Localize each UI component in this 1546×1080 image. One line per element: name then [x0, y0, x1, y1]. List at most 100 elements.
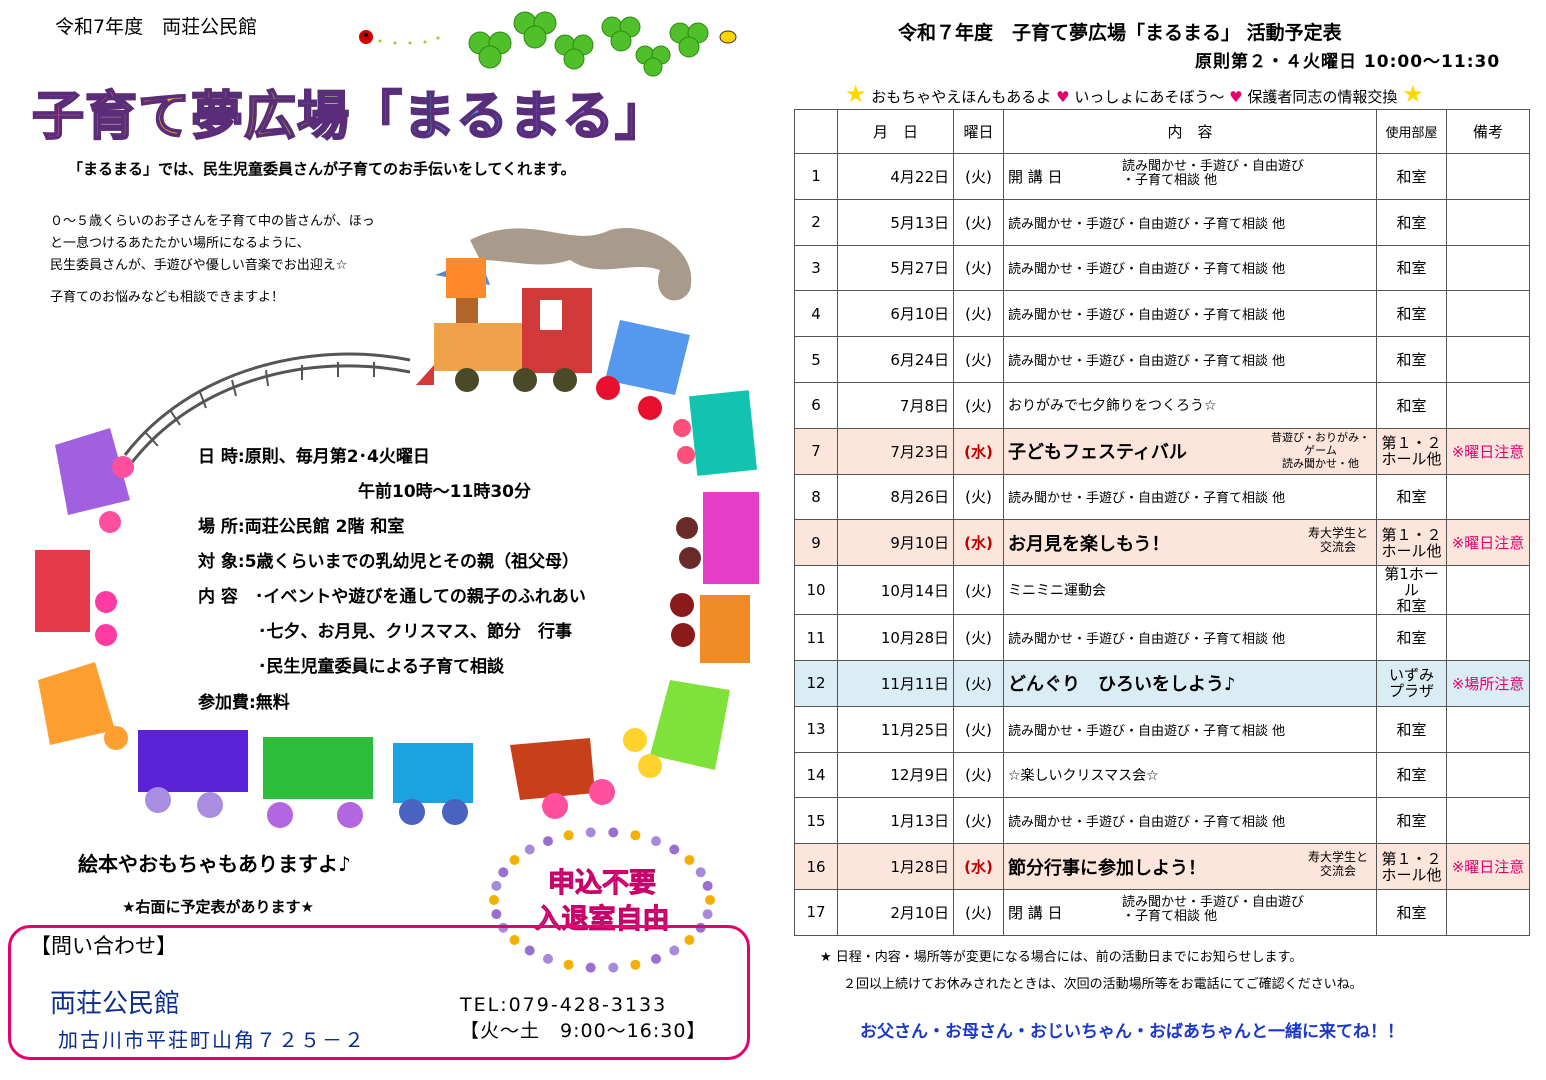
row-room: 和室 [1376, 751, 1447, 799]
row-content: おりがみで七夕飾りをつくろう☆ [1003, 381, 1377, 429]
row-date: 6月10日 [837, 290, 954, 338]
row-content-sub: 昔遊び・おりがみ・ ゲーム 読み聞かせ・他 [1271, 430, 1370, 470]
info-content: ･民生児童委員による子育て相談 [258, 657, 504, 677]
contact-tel: TEL:079-428-3133 [460, 994, 668, 1016]
row-day: (水) [953, 427, 1004, 475]
badge-no-registration: 申込不要 [548, 868, 657, 900]
row-content: 閉 講 日読み聞かせ・手遊び・自由遊び ・子育て相談 他 [1003, 888, 1377, 936]
clover-decoration-icon [359, 11, 737, 77]
row-room: 和室 [1376, 198, 1447, 246]
row-content-sub: 寿大学生と 交流会 [1307, 850, 1368, 879]
row-date: 11月11日 [837, 659, 954, 707]
row-date: 8月26日 [837, 473, 954, 521]
contact-box [8, 925, 750, 1060]
row-content-main: 読み聞かせ・手遊び・自由遊び・子育て相談 他 [1008, 308, 1286, 324]
row-number: 10 [794, 565, 838, 616]
star-icon: ★ [1402, 80, 1424, 108]
fiscal-title: 令和7年度 両荘公民館 [55, 16, 258, 38]
row-day: (火) [953, 751, 1004, 799]
header-no [794, 109, 838, 154]
row-number: 9 [794, 519, 838, 567]
row-date: 11月25日 [837, 705, 954, 753]
schedule-title: 令和７年度 子育て夢広場「まるまる」 活動予定表 [898, 22, 1342, 44]
row-day: (火) [953, 565, 1004, 616]
row-content-main: 読み聞かせ・手遊び・自由遊び・子育て相談 他 [1008, 491, 1286, 507]
row-note [1446, 473, 1530, 521]
star-icon: ★ [845, 80, 867, 108]
row-day: (火) [953, 381, 1004, 429]
info-content: ･七夕、お月見、クリスマス、節分 行事 [258, 622, 572, 642]
row-day: (火) [953, 244, 1004, 292]
row-date: 10月14日 [837, 565, 954, 616]
row-day: (火) [953, 473, 1004, 521]
intro-para-line: と一息つけるあたたかい場所になるように、 [50, 236, 310, 251]
row-day: (火) [953, 153, 1004, 200]
row-day: (火) [953, 290, 1004, 338]
row-content: 子どもフェスティバル 昔遊び・おりがみ・ ゲーム 読み聞かせ・他 [1003, 427, 1377, 475]
row-number: 13 [794, 705, 838, 753]
row-date: 5月13日 [837, 198, 954, 246]
intro-para-line: 民生委員さんが、手遊びや優しい音楽でお出迎え☆ [50, 258, 348, 273]
row-room: 和室 [1376, 381, 1447, 429]
row-number: 14 [794, 751, 838, 799]
row-date: 1月13日 [837, 797, 954, 845]
row-content-main: 読み聞かせ・手遊び・自由遊び・子育て相談 他 [1008, 354, 1286, 370]
row-content: 読み聞かせ・手遊び・自由遊び・子育て相談 他 [1003, 290, 1377, 338]
row-room: 第１・２ ホール他 [1376, 519, 1447, 567]
info-fee: 参加費:無料 [198, 693, 290, 713]
row-note [1446, 797, 1530, 845]
row-number: 17 [794, 888, 838, 936]
contact-name: 両荘公民館 [50, 989, 181, 1019]
intro-line: 「まるまる」では、民生児童委員さんが子育てのお手伝いをしてくれます。 [68, 160, 576, 178]
heart-icon: ♥ [1229, 88, 1243, 106]
header-day: 曜日 [953, 109, 1004, 154]
row-note [1446, 198, 1530, 246]
row-content-main: 子どもフェスティバル [1008, 442, 1187, 464]
row-content-main: 読み聞かせ・手遊び・自由遊び・子育て相談 他 [1008, 216, 1286, 232]
row-room: 第1ホール 和室 [1376, 565, 1447, 616]
row-number: 16 [794, 843, 838, 890]
row-content: 読み聞かせ・手遊び・自由遊び・子育て相談 他 [1003, 473, 1377, 521]
row-number: 4 [794, 290, 838, 338]
row-room: 和室 [1376, 336, 1447, 383]
row-content: ☆楽しいクリスマス会☆ [1003, 751, 1377, 799]
row-content: どんぐり ひろいをしよう♪ [1003, 659, 1377, 707]
row-content-sub: 読み聞かせ・手遊び・自由遊び ・子育て相談 他 [1122, 894, 1305, 924]
row-content-main: 読み聞かせ・手遊び・自由遊び・子育て相談 他 [1008, 723, 1286, 739]
header-date: 月 日 [837, 109, 954, 154]
row-note [1446, 614, 1530, 661]
row-content-main: ☆楽しいクリスマス会☆ [1008, 767, 1159, 784]
row-date: 9月10日 [837, 519, 954, 567]
row-number: 5 [794, 336, 838, 383]
row-number: 15 [794, 797, 838, 845]
consult-line: 子育てのお悩みなども相談できますよ！ [50, 290, 285, 305]
badge: 申込不要 入退室自由 [500, 866, 704, 938]
train-illustration-icon [35, 228, 759, 828]
row-date: 10月28日 [837, 614, 954, 661]
row-number: 11 [794, 614, 838, 661]
row-room: 和室 [1376, 290, 1447, 338]
row-room: 第１・２ ホール他 [1376, 427, 1447, 475]
row-content-sub: 読み聞かせ・手遊び・自由遊び ・子育て相談 他 [1122, 159, 1305, 188]
heart-icon: ♥ [1056, 88, 1070, 106]
tagline-item: 保護者同志の情報交換 [1247, 88, 1398, 106]
row-note [1446, 381, 1530, 429]
row-day: (火) [953, 888, 1004, 936]
row-content-main: お月見を楽しもう！ [1008, 533, 1170, 555]
row-number: 7 [794, 427, 838, 475]
row-content-main: 読み聞かせ・手遊び・自由遊び・子育て相談 他 [1008, 262, 1286, 278]
tagline: ★ おもちゃやえほんもあるよ ♥ いっしょにあそぼう～ ♥ 保護者同志の情報交換… [845, 80, 1424, 108]
row-date: 12月9日 [837, 751, 954, 799]
info-content: 内 容 ･イベントや遊びを通しての親子のふれあい [198, 587, 586, 607]
row-number: 1 [794, 153, 838, 200]
info-time: 午前10時～11時30分 [358, 482, 531, 502]
row-room: 第１・２ ホール他 [1376, 843, 1447, 890]
